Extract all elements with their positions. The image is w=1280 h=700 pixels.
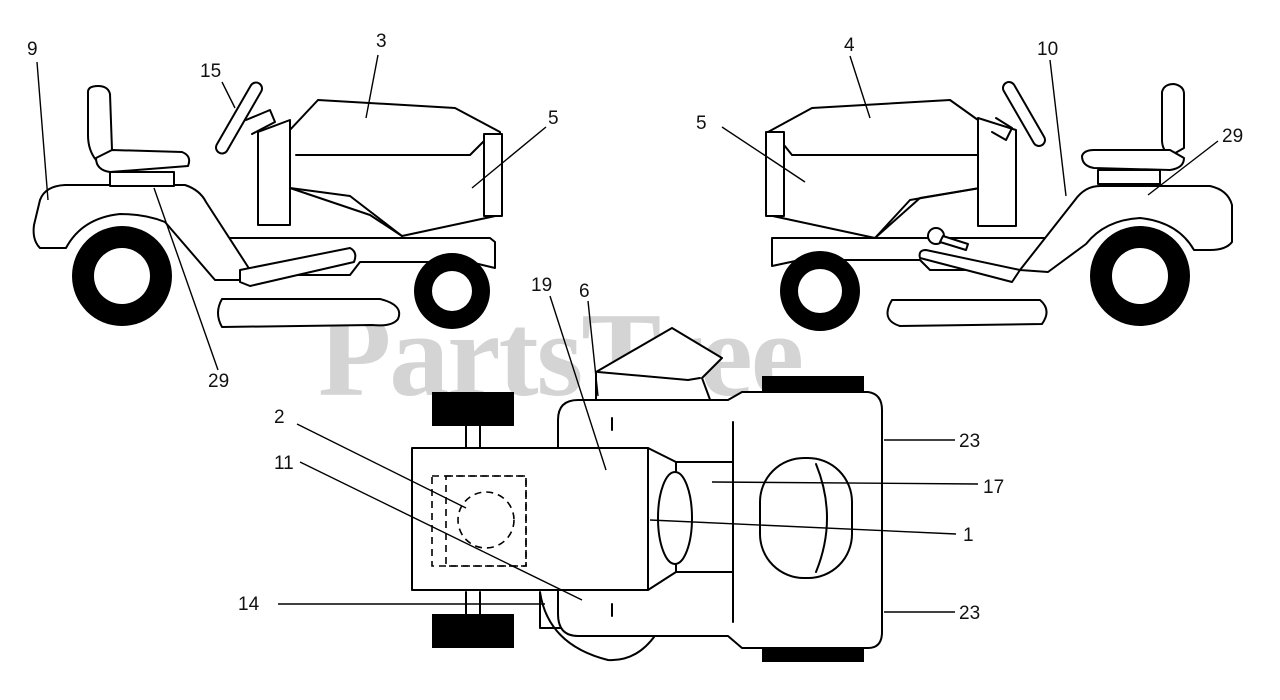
leader-3 (365, 54, 379, 119)
top-front-tire-lower (762, 648, 864, 662)
right-steering-shaft (991, 117, 1013, 141)
callout-29-right: 29 (1222, 126, 1243, 147)
left-seat-back (87, 85, 113, 161)
callout-9: 9 (27, 39, 38, 60)
callout-23-bottom: 23 (959, 603, 980, 624)
leader-5-right (721, 126, 806, 183)
callout-10: 10 (1037, 39, 1058, 60)
leader-5-left (471, 126, 547, 189)
leader-9 (36, 61, 49, 201)
leader-17 (711, 481, 979, 485)
callout-15: 15 (200, 61, 221, 82)
right-rear-hub (1112, 248, 1168, 304)
left-rear-hub (94, 248, 150, 304)
callout-5-left: 5 (548, 108, 559, 129)
right-dash-column (977, 117, 1017, 227)
right-ignition-key-blade (939, 235, 969, 251)
callout-11: 11 (274, 453, 294, 474)
left-mower-deck (217, 298, 401, 328)
leader-11 (299, 461, 583, 601)
top-seat-back-curve (815, 463, 828, 573)
top-seat-outline (759, 457, 853, 579)
right-footrest (918, 249, 1021, 283)
leader-15 (221, 81, 236, 109)
right-front-hub (798, 269, 842, 313)
callout-leader-lines (36, 54, 1219, 613)
mower-right-side-view (765, 81, 1233, 331)
top-hood-decal-circle (457, 491, 515, 549)
left-steering-shaft (245, 109, 276, 135)
left-grille (483, 133, 503, 217)
callout-2: 2 (274, 407, 285, 428)
callout-19: 19 (531, 275, 552, 296)
leader-29-left (153, 187, 219, 371)
mower-top-view (411, 327, 883, 662)
left-front-hub (432, 271, 472, 311)
callout-6: 6 (579, 281, 590, 302)
callout-23-top: 23 (959, 431, 980, 452)
leader-4 (849, 55, 871, 119)
left-seat-cushion (95, 149, 191, 173)
right-rear-fender (1019, 185, 1233, 273)
top-chute-fold (597, 371, 701, 381)
top-rear-tire-lower (432, 614, 514, 648)
leader-29-right (1147, 140, 1219, 196)
leader-6 (587, 300, 599, 397)
mower-left-side-view (32, 81, 503, 329)
right-seat-cushion (1081, 149, 1185, 171)
leader-19 (549, 295, 607, 471)
left-seat-base (109, 171, 175, 187)
top-axle-upper (465, 425, 481, 449)
top-axle-lower (465, 591, 481, 615)
callout-5-right: 5 (696, 113, 707, 134)
right-hood-lower-line (874, 187, 981, 239)
leader-1 (649, 519, 957, 535)
top-hood-decal-inner (445, 475, 527, 567)
leader-2 (296, 423, 467, 509)
right-seat-base (1097, 169, 1161, 185)
callout-4: 4 (844, 35, 855, 56)
top-engine-hood (411, 447, 649, 591)
left-hood-side-line (295, 139, 486, 156)
callout-29-left: 29 (208, 371, 229, 392)
top-rear-tire-upper (432, 392, 514, 426)
top-front-tire-upper (762, 376, 864, 392)
left-engine-hood (287, 99, 501, 237)
top-mower-deck-curve (539, 591, 661, 662)
leader-10 (1049, 59, 1067, 197)
right-engine-hood (767, 99, 981, 239)
callout-14: 14 (238, 594, 260, 615)
right-mower-deck (886, 299, 1048, 327)
top-steering-wheel (657, 471, 693, 565)
callout-1: 1 (963, 525, 974, 546)
callout-labels: 9 15 3 5 29 4 10 5 29 19 6 2 11 14 23 17… (27, 31, 1243, 624)
callout-3: 3 (376, 31, 387, 52)
top-console-band (675, 461, 733, 573)
right-seat-back (1161, 83, 1185, 157)
left-footrest (239, 247, 357, 287)
left-dash-column (257, 119, 291, 226)
right-steering-wheel (1002, 81, 1046, 147)
right-grille (765, 131, 785, 217)
left-steering-wheel (215, 81, 263, 155)
callout-17: 17 (983, 477, 1004, 498)
left-hood-lower-line (289, 187, 403, 237)
left-rear-fender (32, 184, 251, 281)
